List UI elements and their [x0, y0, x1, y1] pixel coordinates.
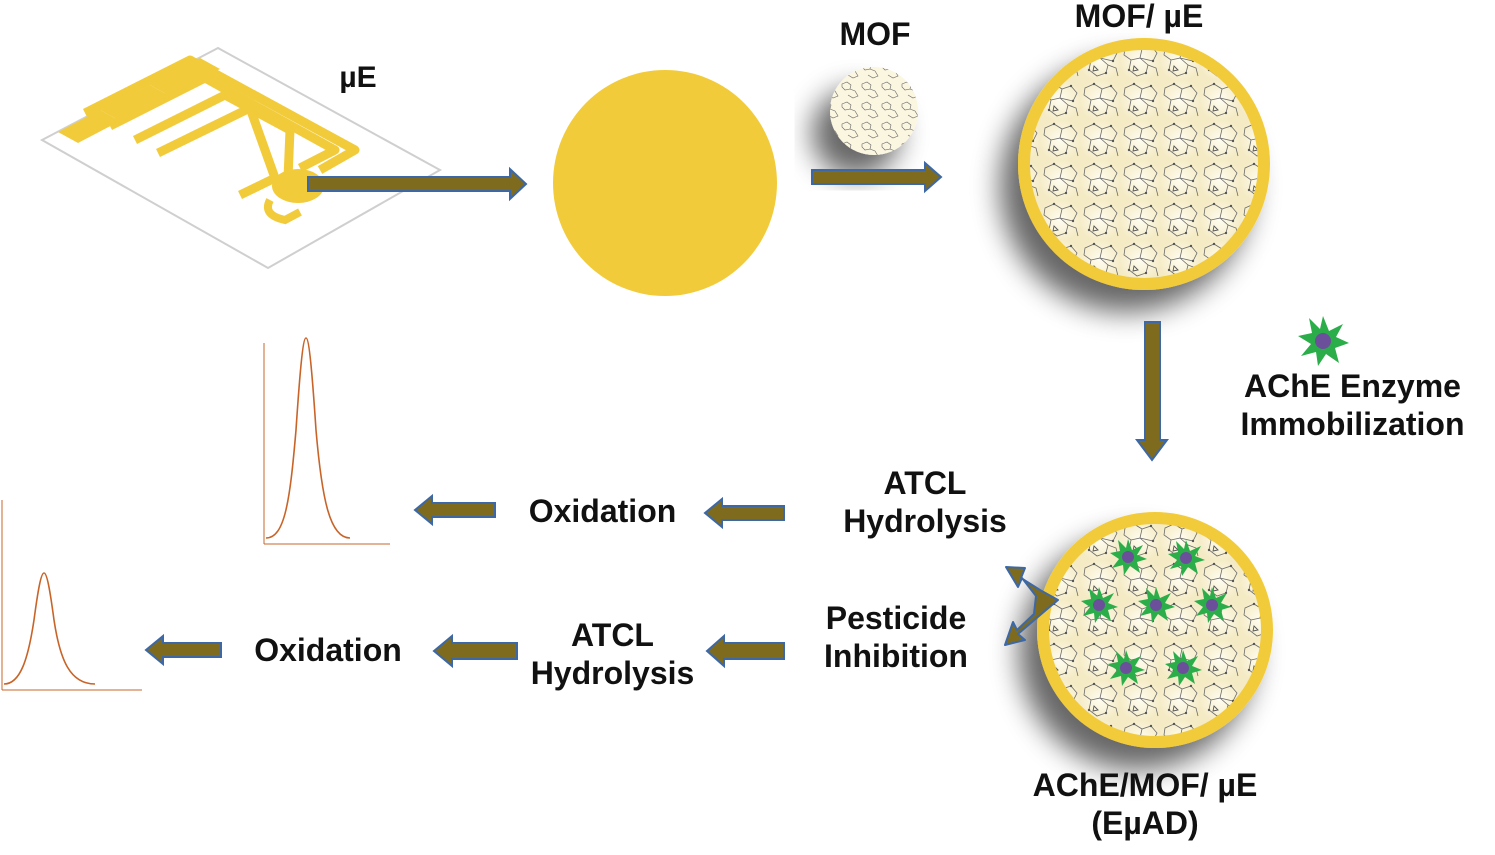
star-enzyme-icon — [1298, 316, 1349, 366]
enzyme-line2: Immobilization — [1240, 405, 1465, 442]
arrow-right — [811, 160, 943, 194]
arrow-left — [703, 496, 785, 530]
voltammetry-peak-icon — [263, 337, 390, 545]
pesticide-line2: Inhibition — [824, 637, 968, 674]
atcl-top-line2: Hydrolysis — [843, 502, 1007, 539]
atcl-hydrolysis-top-label: ATCL Hydrolysis — [815, 465, 1035, 541]
enzyme-immobilization-label: AChE Enzyme Immobilization — [1210, 368, 1495, 444]
ache-mof-electrode-device — [1037, 512, 1273, 748]
voltammetry-peak-icon — [1, 500, 142, 691]
arrow-left — [144, 633, 222, 667]
atcl-hydrolysis-bottom-label: ATCL Hydrolysis — [505, 617, 720, 693]
enzyme-line1: AChE Enzyme — [1244, 368, 1461, 404]
pesticide-line1: Pesticide — [825, 600, 967, 636]
mof-text: MOF — [839, 16, 911, 52]
atcl-bottom-line1: ATCL — [571, 617, 654, 653]
device-label: AChE/MOF/ µE (EµAD) — [1000, 767, 1290, 843]
atcl-top-line1: ATCL — [883, 465, 967, 501]
arrow-down — [1135, 321, 1169, 462]
forked-arrow — [1004, 566, 1059, 646]
arrow-left — [705, 633, 785, 669]
oxidation-bottom-text: Oxidation — [254, 632, 402, 668]
oxidation-top-label: Oxidation — [500, 493, 705, 531]
gold-electrode-disk — [553, 70, 777, 296]
pesticide-inhibition-label: Pesticide Inhibition — [796, 600, 996, 676]
mof-label: MOF — [820, 16, 930, 54]
immobilized-enzymes — [1081, 539, 1231, 686]
device-line1: AChE/MOF/ µE — [1032, 767, 1258, 803]
arrow-right — [307, 166, 528, 202]
device-line2: (EµAD) — [1091, 804, 1199, 841]
mof-modified-electrode — [1018, 38, 1270, 290]
arrow-left — [413, 493, 496, 527]
mof-particle — [830, 67, 918, 155]
microelectrode-label: µE — [318, 60, 398, 95]
oxidation-bottom-label: Oxidation — [228, 632, 428, 670]
arrow-left — [432, 633, 518, 669]
screen-printed-electrode-icon — [39, 46, 443, 270]
atcl-bottom-line2: Hydrolysis — [530, 654, 695, 691]
mof-electrode-text: MOF/ µE — [1074, 0, 1204, 34]
oxidation-top-text: Oxidation — [528, 493, 677, 529]
mof-electrode-label: MOF/ µE — [1064, 0, 1214, 36]
microelectrode-text: µE — [339, 61, 377, 94]
